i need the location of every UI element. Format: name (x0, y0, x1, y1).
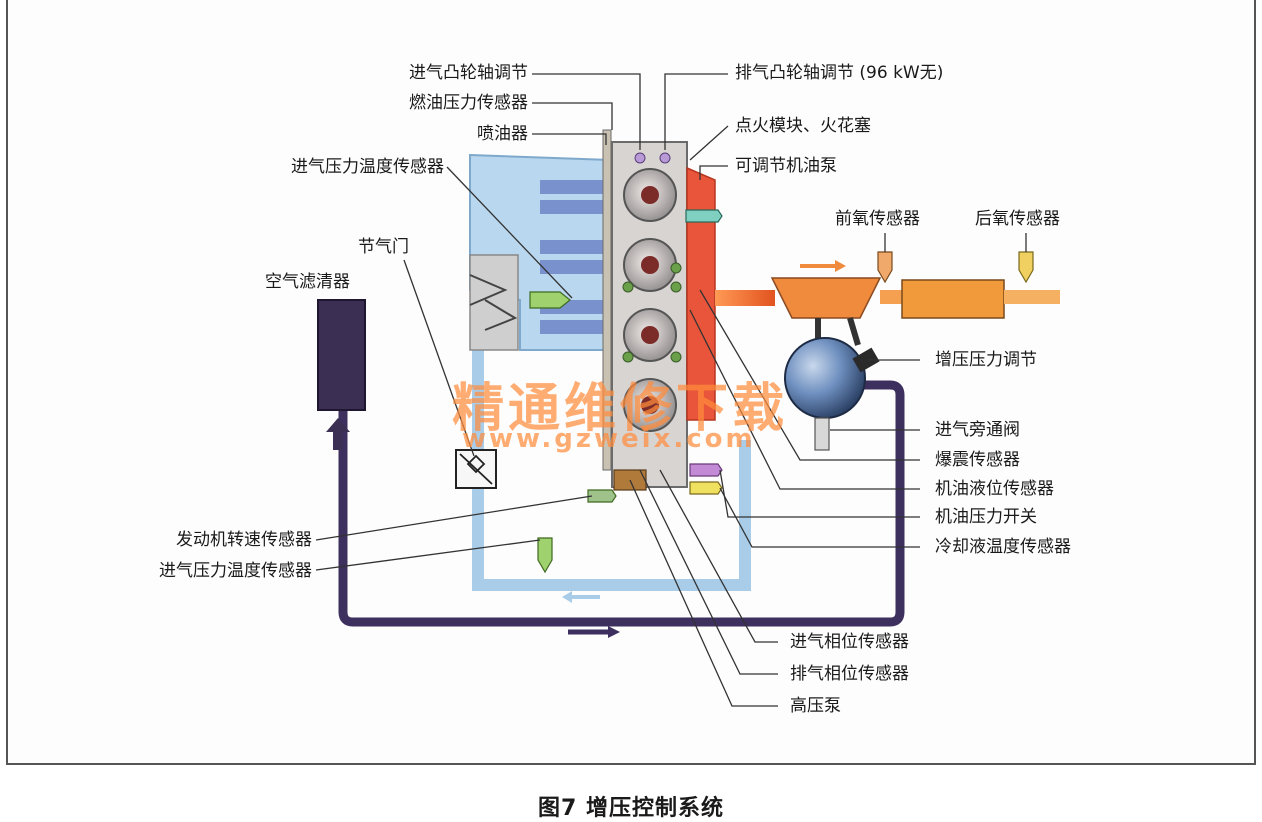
label-air-filter: 空气滤清器 (265, 272, 350, 292)
leader-lines (315, 73, 1027, 707)
label-exhaust-phase-sensor: 排气相位传感器 (790, 664, 909, 684)
label-throttle: 节气门 (358, 237, 409, 257)
cam-adjusters (634, 152, 671, 164)
label-intake-pt-sensor-bottom: 进气压力温度传感器 (159, 561, 312, 581)
label-intake-pt-sensor-top: 进气压力温度传感器 (291, 157, 444, 177)
label-exhaust-cam: 排气凸轮轴调节 (96 kW无) (735, 63, 944, 83)
exhaust-manifold (686, 166, 716, 421)
throttle-plate (459, 453, 493, 485)
valve-markers (622, 262, 682, 363)
label-intake-phase-sensor: 进气相位传感器 (790, 632, 909, 652)
turbine-housing (770, 277, 882, 319)
coolant-temp-sensor-shape (689, 481, 723, 495)
label-boost-control: 增压压力调节 (935, 350, 1037, 370)
label-rear-o2: 后氧传感器 (975, 209, 1060, 229)
label-injector: 喷油器 (477, 124, 528, 144)
boost-actuator (852, 347, 880, 373)
label-high-pressure-pump: 高压泵 (790, 696, 841, 716)
label-intake-cam: 进气凸轮轴调节 (409, 63, 528, 83)
label-front-o2: 前氧传感器 (835, 209, 920, 229)
figure-caption: 图7 增压控制系统 (538, 796, 724, 821)
label-fuel-pressure-sensor: 燃油压力传感器 (409, 93, 528, 113)
charge-air-pipe (338, 380, 905, 627)
intercooler-fins (469, 274, 518, 331)
exhaust-flow-arrowhead (835, 260, 846, 272)
engine-speed-sensor-shape (587, 489, 617, 503)
label-knock-sensor: 爆震传感器 (935, 450, 1020, 470)
intake-pt-sensor-top-shape (529, 291, 571, 309)
label-bypass-valve: 进气旁通阀 (935, 420, 1020, 440)
turbo-control-diagram (315, 73, 1060, 707)
cylinders (623, 168, 677, 432)
fuel-rail (602, 129, 612, 471)
watermark-text: 精通维修下载 (452, 378, 789, 439)
tailpipe (1004, 290, 1060, 304)
intake-flow-arrowhead (562, 591, 572, 603)
air-filter (317, 299, 366, 411)
intake-pt-sensor-bottom-shape (537, 537, 553, 574)
catalytic-converter (901, 279, 1005, 319)
exhaust-pipe-to-turbo (715, 290, 775, 306)
turbo-shaft (815, 317, 861, 346)
label-engine-speed-sensor: 发动机转速传感器 (176, 530, 312, 550)
compressor-housing (784, 337, 866, 419)
bypass-valve-shape (814, 417, 830, 451)
front-o2-sensor-shape (877, 251, 893, 284)
watermark-url: www.gzweix.com (462, 424, 756, 454)
label-ignition: 点火模块、火花塞 (735, 116, 871, 136)
label-oil-level-sensor: 机油液位传感器 (935, 479, 1054, 499)
label-oil-pump: 可调节机油泵 (735, 156, 837, 176)
label-oil-pressure-switch: 机油压力开关 (935, 507, 1037, 527)
label-coolant-temp-sensor: 冷却液温度传感器 (935, 537, 1071, 557)
air-filter-inlet-arrow (326, 418, 350, 450)
oil-pressure-switch-shape (689, 463, 723, 477)
charge-flow-arrowhead (608, 626, 620, 638)
rear-o2-sensor-shape (1018, 251, 1034, 284)
oil-pump-marker (685, 209, 723, 223)
exhaust-out-pipe (880, 290, 902, 304)
